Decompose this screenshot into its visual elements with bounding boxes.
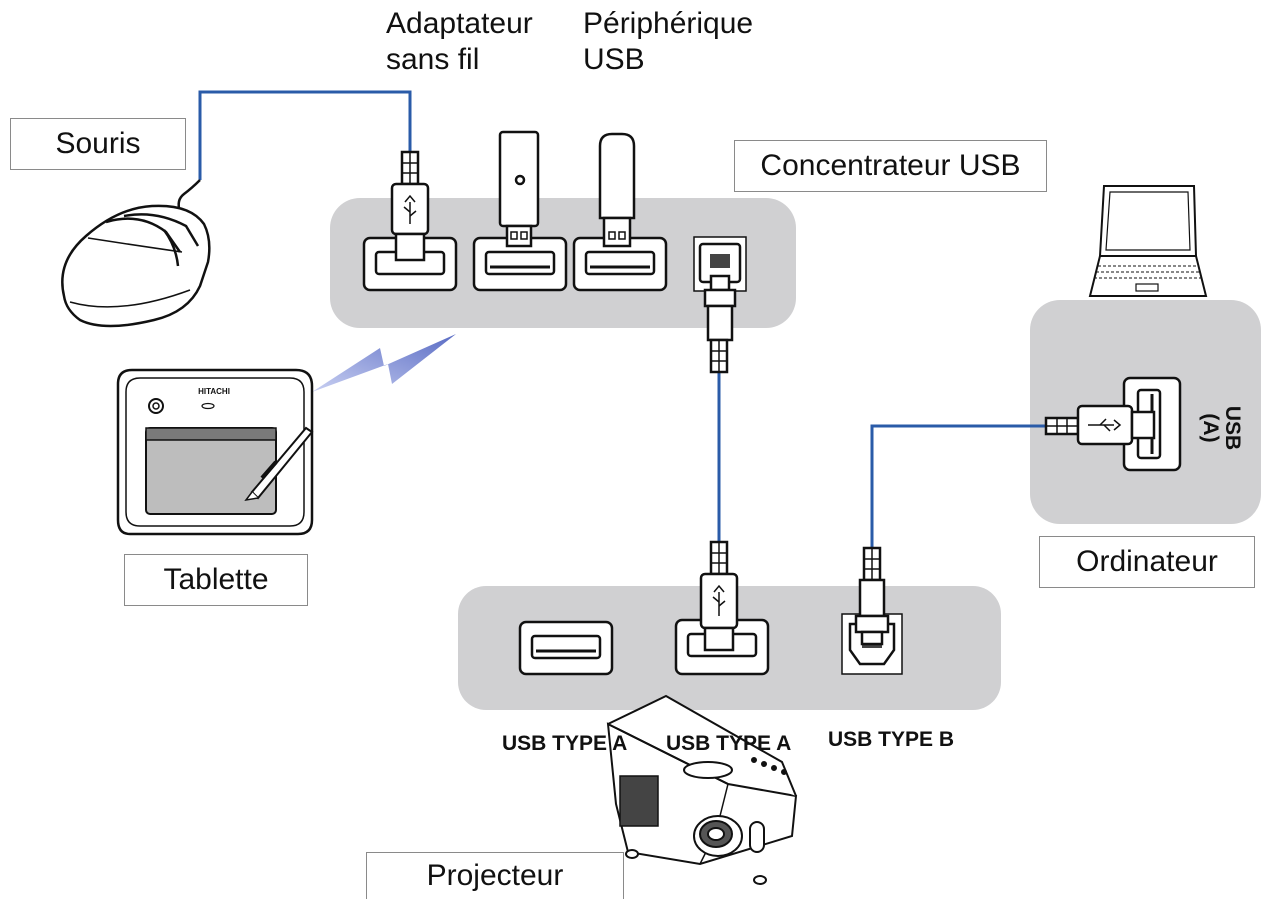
- usb-device-label: Périphérique USB: [583, 6, 753, 78]
- usb-plug-icon: [1044, 404, 1156, 446]
- laptop-icon: [1088, 185, 1208, 297]
- usb-stick-icon: [498, 130, 540, 248]
- computer-port-label-line1: USB: [1221, 405, 1244, 451]
- hub-port-3: [572, 236, 668, 292]
- hub-upstream-port: [693, 236, 747, 292]
- usb-hub-label: Concentrateur USB: [734, 140, 1047, 192]
- computer-port-label-line2: (A): [1199, 413, 1222, 443]
- usb-plug-icon: [390, 150, 430, 262]
- projector-port-label-3: USB TYPE B: [828, 728, 955, 751]
- projector-port-label-1: USB TYPE A: [502, 732, 628, 755]
- projector-icon: [606, 694, 798, 885]
- wireless-adapter-label-line1: Adaptateur: [386, 7, 533, 40]
- mouse-cable: [198, 90, 412, 180]
- mouse-label: Souris: [10, 118, 186, 170]
- cables: [198, 90, 1046, 548]
- wireless-adapter-label: Adaptateur sans fil: [386, 6, 533, 78]
- usb-plug-icon: [854, 546, 890, 646]
- usb-stick-icon: [598, 132, 636, 248]
- wireless-adapter-label-line2: sans fil: [386, 43, 480, 76]
- projector-port-usb-a-1: [518, 620, 614, 676]
- usb-device-label-line2: USB: [583, 43, 645, 76]
- usb-device-label-line1: Périphérique: [583, 7, 754, 40]
- usb-plug-icon: [703, 274, 737, 374]
- usb-plug-icon: [699, 540, 739, 652]
- computer-label: Ordinateur: [1039, 536, 1255, 588]
- wireless-signal-icon: [312, 334, 456, 392]
- tablet-label: Tablette: [124, 554, 308, 606]
- tablet-icon: HITACHI: [116, 368, 314, 536]
- mouse-icon: [61, 179, 211, 328]
- tablet-brand: HITACHI: [198, 387, 230, 396]
- computer-to-projector-cable: [870, 424, 1046, 548]
- projector-label: Projecteur: [366, 852, 624, 899]
- projector-port-label-2: USB TYPE A: [666, 732, 792, 755]
- computer-port-label: USB (A): [1186, 393, 1256, 463]
